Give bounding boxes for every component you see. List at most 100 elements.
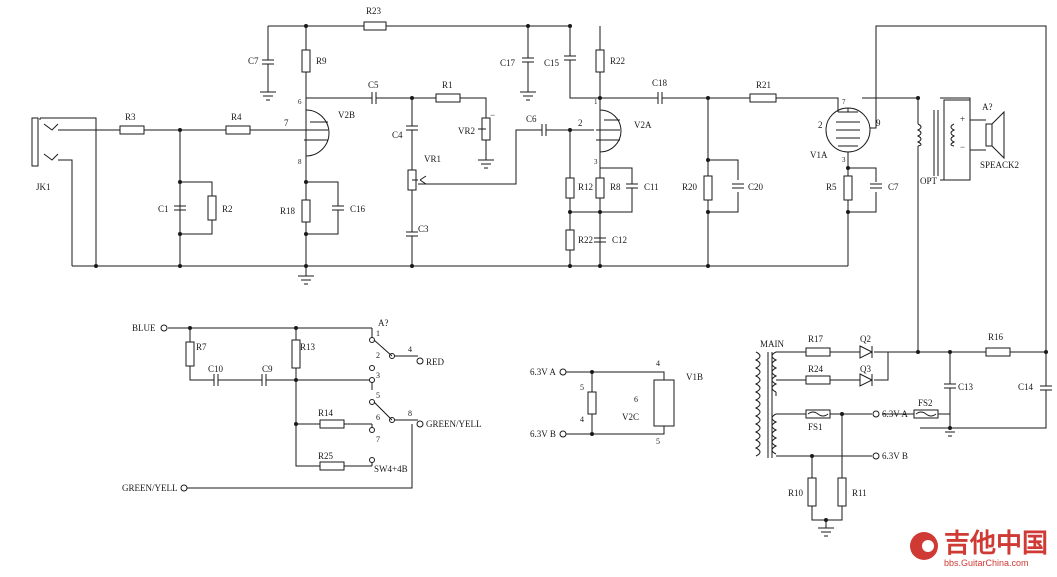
pin-v2b-top: 6 [298, 98, 302, 106]
pin-v1a-grid: 2 [818, 120, 823, 130]
input-jack [31, 117, 59, 167]
label-v1b: V1B [686, 372, 703, 382]
label-c1: C1 [158, 204, 169, 214]
label-r14: R14 [318, 408, 334, 418]
label-q2: Q2 [860, 334, 871, 344]
label-c3: C3 [418, 224, 429, 234]
label-c10: C10 [208, 364, 224, 374]
label-r12: R12 [578, 182, 593, 192]
cap-c11 [626, 178, 638, 198]
pin-v2a-grid: 2 [578, 118, 583, 128]
label-r10: R10 [788, 488, 804, 498]
label-q3: Q3 [860, 364, 871, 374]
label-v1a: V1A [810, 150, 828, 160]
label-jk1: JK1 [36, 182, 51, 192]
label-c6: C6 [526, 114, 537, 124]
cap-c16 [332, 200, 344, 222]
label-green-yell-input: GREEN/YELL [122, 483, 178, 493]
label-r18: R18 [280, 206, 296, 216]
label-speack2: SPEACK2 [980, 160, 1019, 170]
pin-v2b-bot: 8 [298, 158, 302, 166]
resistor-r21 [749, 93, 777, 103]
label-r22-top: R22 [610, 56, 625, 66]
resistor-r12 [565, 177, 575, 199]
resistor-r18 [301, 199, 311, 223]
ground-main [298, 266, 314, 285]
component-labels: JK1 R3 R4 R2 C1 R23 C7 R9 V2B C5 R1 VR2 … [36, 6, 1034, 498]
label-blue: BLUE [132, 323, 156, 333]
watermark-sub: bbs.GuitarChina.com [944, 558, 1029, 568]
resistor-r13 [291, 339, 301, 369]
cap-c12 [594, 212, 606, 266]
resistor-r1 [435, 93, 461, 103]
pin-v2a-top: 1 [594, 98, 598, 106]
cap-c17 [522, 50, 534, 92]
label-r23: R23 [366, 6, 382, 16]
label-6-3va-heater: 6.3V A [530, 367, 556, 377]
label-r22-bottom: R22 [578, 235, 593, 245]
label-a7-speaker: A? [982, 102, 993, 112]
heater-pin-bottom: 5 [656, 437, 660, 446]
label-6-3vb-psu: 6.3V B [882, 451, 908, 461]
cap-c18 [654, 92, 670, 104]
ground-c17 [520, 91, 536, 101]
label-r4: R4 [231, 112, 242, 122]
sw-pin-7: 7 [376, 435, 380, 444]
cap-c7-left [262, 50, 274, 92]
ground-vr2 [478, 159, 494, 169]
watermark-main: 吉他中国 [944, 529, 1048, 559]
opt-minus: − [960, 142, 965, 152]
capacitors [174, 50, 1052, 396]
label-r9: R9 [316, 56, 327, 66]
cap-c15 [564, 50, 576, 72]
label-r2: R2 [222, 204, 233, 214]
label-green-yell-switch: GREEN/YELL [426, 419, 482, 429]
resistor-r7 [185, 341, 195, 367]
heater-section [559, 368, 675, 438]
pin-v1a-plate: 9 [876, 118, 881, 128]
watermark-logo: 吉他中国 bbs.GuitarChina.com [910, 529, 1048, 568]
cap-c13 [944, 380, 956, 396]
cap-c9 [258, 374, 270, 386]
cap-c20 [732, 183, 744, 189]
sw-pin-3: 3 [376, 371, 380, 380]
resistor-r22-bottom [565, 229, 575, 251]
label-c9: C9 [262, 364, 273, 374]
heater-pin-top: 4 [656, 359, 660, 368]
label-v2a: V2A [634, 120, 652, 130]
wires [40, 25, 1047, 528]
label-c16: C16 [350, 204, 366, 214]
label-fs1: FS1 [808, 422, 823, 432]
resistor-r14 [319, 419, 345, 429]
pin-v2b-grid: 7 [284, 118, 289, 128]
label-c13: C13 [958, 382, 974, 392]
resistor-r3 [119, 125, 145, 135]
label-a7-switch: A? [378, 318, 389, 328]
ground-symbols [260, 91, 958, 537]
resistor-r20 [703, 175, 713, 201]
label-r8: R8 [610, 182, 621, 192]
label-c14: C14 [1018, 382, 1034, 392]
sw-pin-2: 2 [376, 351, 380, 360]
label-v2c: V2C [622, 412, 639, 422]
sw-pin-8: 8 [408, 409, 412, 418]
junction-nodes [94, 24, 1048, 522]
rectifier-diodes [859, 345, 874, 387]
label-main: MAIN [760, 339, 784, 349]
resistor-r24 [805, 375, 831, 385]
label-sw4-4b: SW4+4B [374, 464, 408, 474]
resistor-r5 [843, 175, 853, 201]
label-r7: R7 [196, 342, 207, 352]
label-r3: R3 [125, 112, 136, 122]
pin-v1a-bot: 3 [842, 156, 846, 164]
label-r25: R25 [318, 451, 334, 461]
heater-pin-5: 5 [580, 383, 584, 392]
opt-plus: + [960, 114, 965, 124]
label-c5: C5 [368, 80, 379, 90]
pin-v2a-bot: 3 [594, 158, 598, 166]
speaker [985, 110, 1005, 160]
vr2-sign: − [490, 110, 495, 120]
label-r13: R13 [300, 342, 316, 352]
label-c20: C20 [748, 182, 764, 192]
